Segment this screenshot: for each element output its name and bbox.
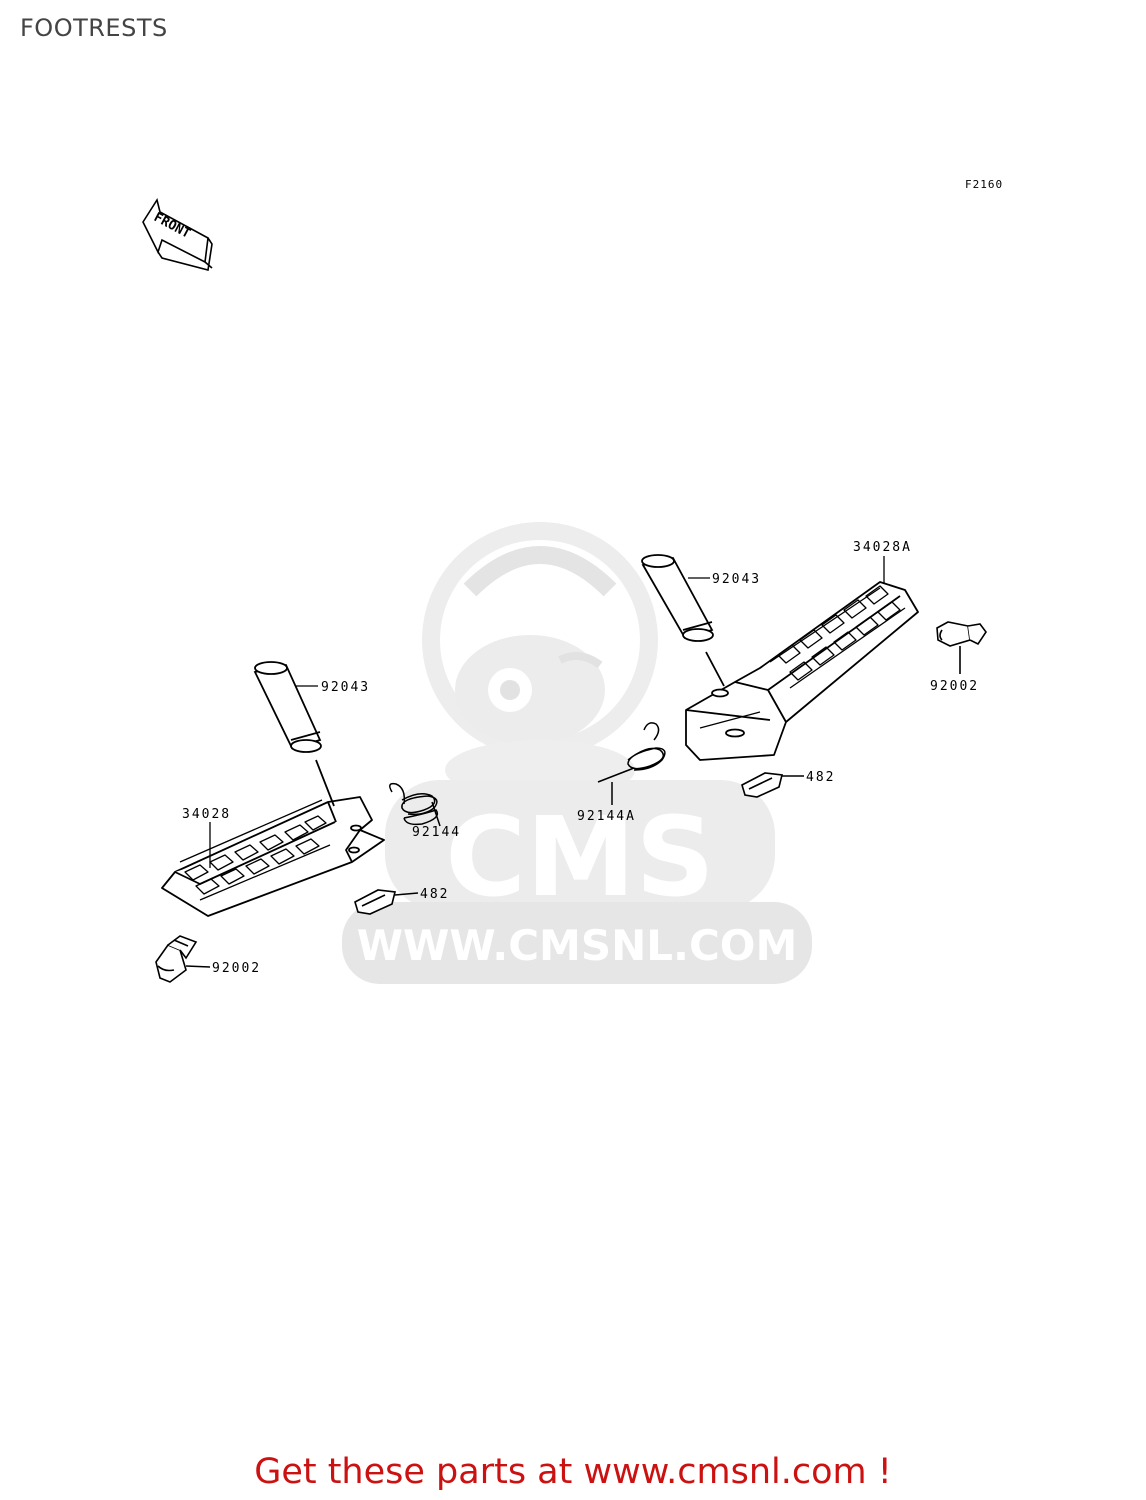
spring-left-drawing xyxy=(389,782,441,827)
footer-cta-link[interactable]: Get these parts at www.cmsnl.com ! xyxy=(254,1452,892,1492)
diagram-code: F2160 xyxy=(965,178,1004,191)
watermark-url-text: WWW.CMSNL.COM xyxy=(357,921,798,970)
label-spring-left: 92144 xyxy=(412,825,461,840)
label-pin-left: 92043 xyxy=(321,680,370,695)
front-arrow-icon: FRONT xyxy=(142,197,213,271)
spring-right-drawing xyxy=(597,722,666,805)
cms-watermark: CMS WWW.CMSNL.COM xyxy=(342,522,812,984)
footrest-left-drawing xyxy=(161,796,385,917)
clip-left-drawing xyxy=(354,889,419,915)
bolt-left-drawing xyxy=(155,935,211,983)
label-pin-right: 92043 xyxy=(712,572,761,587)
label-clip-left: 482 xyxy=(420,887,449,902)
page-title: FOOTRESTS xyxy=(20,14,168,42)
footrest-right-drawing xyxy=(685,581,919,761)
clip-right-drawing xyxy=(741,772,804,798)
leader-lines xyxy=(209,556,885,868)
bolt-right-drawing xyxy=(936,621,987,674)
footer-cta: Get these parts at www.cmsnl.com ! xyxy=(0,1452,1146,1492)
watermark-logo-text: CMS xyxy=(445,793,714,921)
label-footrest-left: 34028 xyxy=(182,807,231,822)
label-bolt-left: 92002 xyxy=(212,961,261,976)
label-clip-right: 482 xyxy=(806,770,835,785)
label-spring-right: 92144A xyxy=(577,809,636,824)
label-footrest-right: 34028A xyxy=(853,540,912,555)
pin-right-drawing xyxy=(641,554,725,687)
label-bolt-right: 92002 xyxy=(930,679,979,694)
pin-left-drawing xyxy=(253,661,335,807)
